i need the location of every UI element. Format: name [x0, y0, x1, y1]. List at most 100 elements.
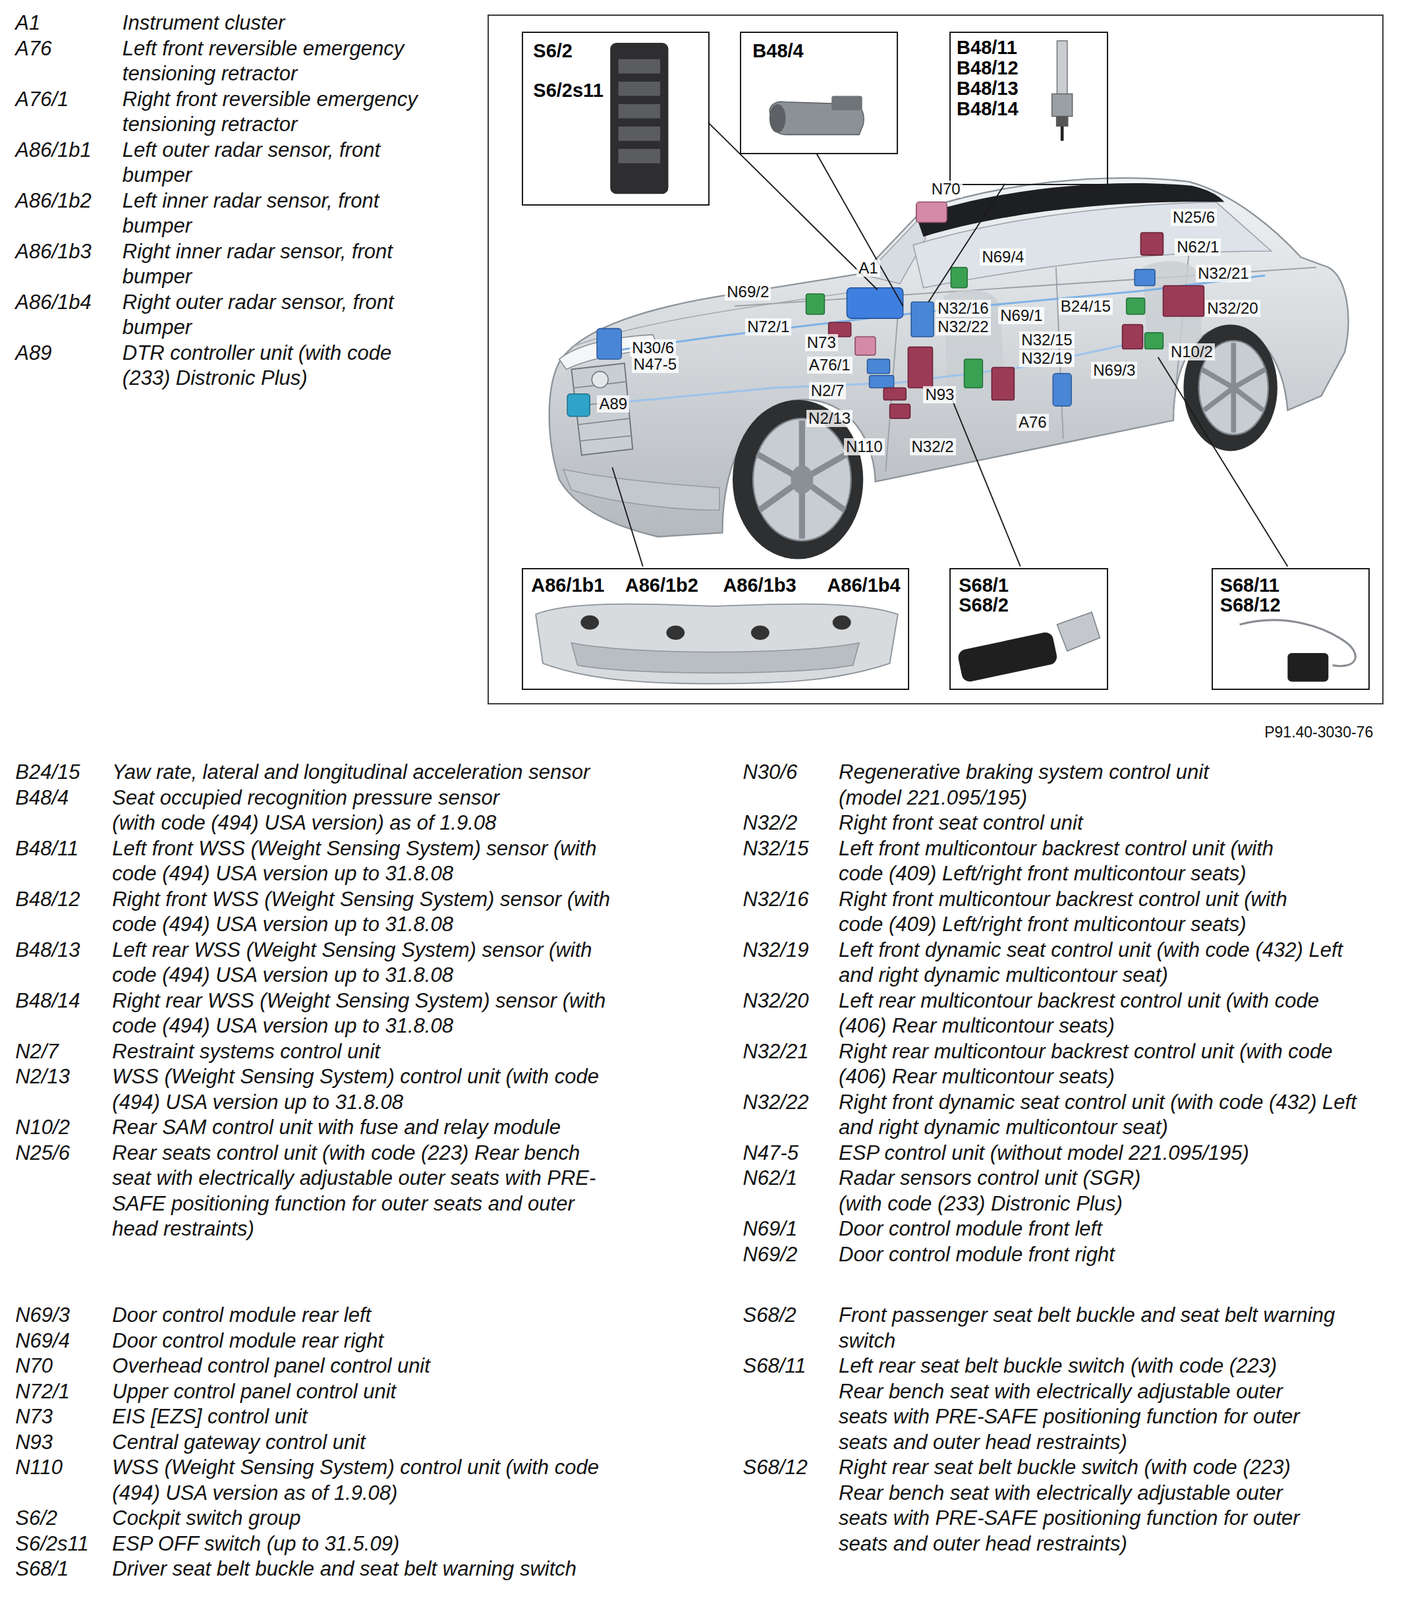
part-description: Left front dynamic seat control unit (wi…	[838, 937, 1360, 989]
part-description: Left rear seat belt buckle switch (with …	[838, 1353, 1308, 1455]
part-description: Right rear WSS (Weight Sensing System) s…	[112, 988, 628, 1039]
part-code: N32/20	[742, 988, 809, 1014]
part-description: Yaw rate, lateral and longitudinal accel…	[112, 759, 628, 786]
component	[1052, 373, 1072, 407]
part-code: B48/11	[15, 836, 79, 862]
part-code: N73	[15, 1403, 53, 1430]
callout-label: B24/15	[1058, 297, 1113, 315]
wss-sensor	[1056, 116, 1069, 127]
leader-line	[708, 122, 878, 290]
callout-label: N2/13	[806, 409, 853, 427]
part-code: S6/2	[15, 1505, 58, 1532]
part-code: N62/1	[742, 1165, 798, 1192]
part-code: N110	[15, 1454, 63, 1481]
figure-frame: P91.40-3030-76S6/2S6/2s11B48/4B48/11B48/…	[487, 14, 1384, 705]
part-code: B48/13	[15, 937, 80, 964]
part-code: S6/2s11	[15, 1531, 89, 1557]
component	[567, 393, 590, 417]
component	[1162, 285, 1204, 317]
part-description: Regenerative braking system control unit…	[838, 759, 1232, 811]
part-label: A86/1b2	[625, 575, 699, 595]
component	[991, 366, 1014, 400]
part-description: Right inner radar sensor, front bumper	[122, 239, 434, 290]
callout-label: N32/20	[1205, 299, 1260, 317]
belt-buckle	[1287, 652, 1329, 682]
part-code: A76	[15, 36, 52, 62]
leader-line	[928, 183, 1005, 303]
part-code: N32/2	[742, 810, 798, 837]
callout-label: N30/6	[629, 339, 676, 357]
part-description: Right front WSS (Weight Sensing System) …	[112, 886, 628, 938]
front-rim	[753, 418, 852, 541]
part-code: S68/12	[742, 1454, 808, 1481]
inset-box: S68/11S68/12	[1211, 567, 1370, 691]
callout-label: N69/1	[998, 307, 1045, 325]
front-spokes	[757, 420, 847, 539]
callout-label: N32/21	[1195, 264, 1251, 282]
part-code: N69/4	[15, 1328, 70, 1354]
part-label: A86/1b1	[531, 575, 605, 595]
part-description: Left rear WSS (Weight Sensing System) se…	[112, 937, 628, 989]
part-description: Driver seat belt buckle and seat belt wa…	[112, 1556, 628, 1582]
part-code: A86/1b1	[15, 137, 92, 164]
part-description: ESP control unit (without model 221.095/…	[838, 1140, 1360, 1167]
sensor-connector	[831, 96, 862, 111]
radar-sensor	[580, 615, 599, 630]
part-description: Seat occupied recognition pressure senso…	[112, 785, 521, 837]
belt-tongue	[1056, 612, 1100, 651]
part-code: N69/3	[15, 1302, 70, 1329]
callout-label: N25/6	[1170, 208, 1217, 226]
part-code: A86/1b3	[15, 239, 92, 265]
part-code: N32/21	[742, 1038, 809, 1065]
callout-label: N10/2	[1168, 343, 1215, 361]
component	[1140, 232, 1163, 255]
component	[883, 387, 906, 400]
callout-label: A1	[856, 259, 880, 277]
leader-line	[816, 152, 904, 306]
part-description: Restraint systems control unit	[112, 1038, 628, 1065]
part-description: Rear SAM control unit with fuse and rela…	[112, 1114, 628, 1141]
part-description: Left inner radar sensor, front bumper	[122, 188, 434, 240]
callout-label: A89	[596, 395, 630, 413]
callout-label: N32/19	[1019, 349, 1074, 367]
part-label: B48/14	[956, 99, 1019, 119]
part-label: B48/12	[956, 58, 1019, 78]
callout-label: N32/2	[909, 438, 956, 456]
part-code: B48/4	[15, 785, 69, 812]
component	[596, 328, 622, 360]
part-code: N69/1	[742, 1216, 798, 1242]
inset-box: S6/2S6/2s11	[521, 31, 710, 205]
part-code: A89	[15, 340, 52, 367]
sensor-end	[769, 104, 786, 133]
part-description: Right front dynamic seat control unit (w…	[838, 1089, 1360, 1141]
component	[1122, 324, 1144, 349]
part-label: B48/11	[956, 38, 1018, 58]
part-description: Rear seats control unit (with code (223)…	[112, 1140, 613, 1242]
callout-label: N32/15	[1019, 331, 1074, 349]
callout-label: N62/1	[1174, 238, 1221, 256]
part-label: S6/2	[532, 41, 573, 61]
part-code: A76/1	[15, 86, 69, 113]
leader-line	[1158, 357, 1289, 566]
part-label: A86/1b4	[826, 575, 900, 595]
part-label: B48/13	[956, 79, 1019, 99]
inset-box: A86/1b1A86/1b2A86/1b3A86/1b4	[521, 567, 910, 691]
callout-label: N69/3	[1091, 361, 1138, 379]
part-code: N69/2	[742, 1241, 798, 1268]
leader-line	[948, 392, 1020, 567]
callout-label: N69/4	[979, 248, 1026, 266]
part-code: S68/11	[742, 1353, 806, 1379]
part-description: WSS (Weight Sensing System) control unit…	[112, 1064, 628, 1115]
part-code: N32/19	[742, 937, 809, 964]
wss-sensor	[1052, 93, 1073, 116]
car-body	[549, 177, 1349, 537]
component	[1126, 297, 1146, 315]
switch-buttons	[618, 59, 661, 164]
part-code: B48/14	[15, 988, 80, 1014]
radar-sensor	[832, 615, 852, 630]
part-label: S68/2	[958, 595, 1009, 615]
star-emblem	[591, 371, 609, 389]
callout-label: A76/1	[807, 356, 853, 374]
part-code: A1	[15, 10, 41, 37]
inset-box: B48/11B48/12B48/13B48/14	[949, 31, 1109, 185]
